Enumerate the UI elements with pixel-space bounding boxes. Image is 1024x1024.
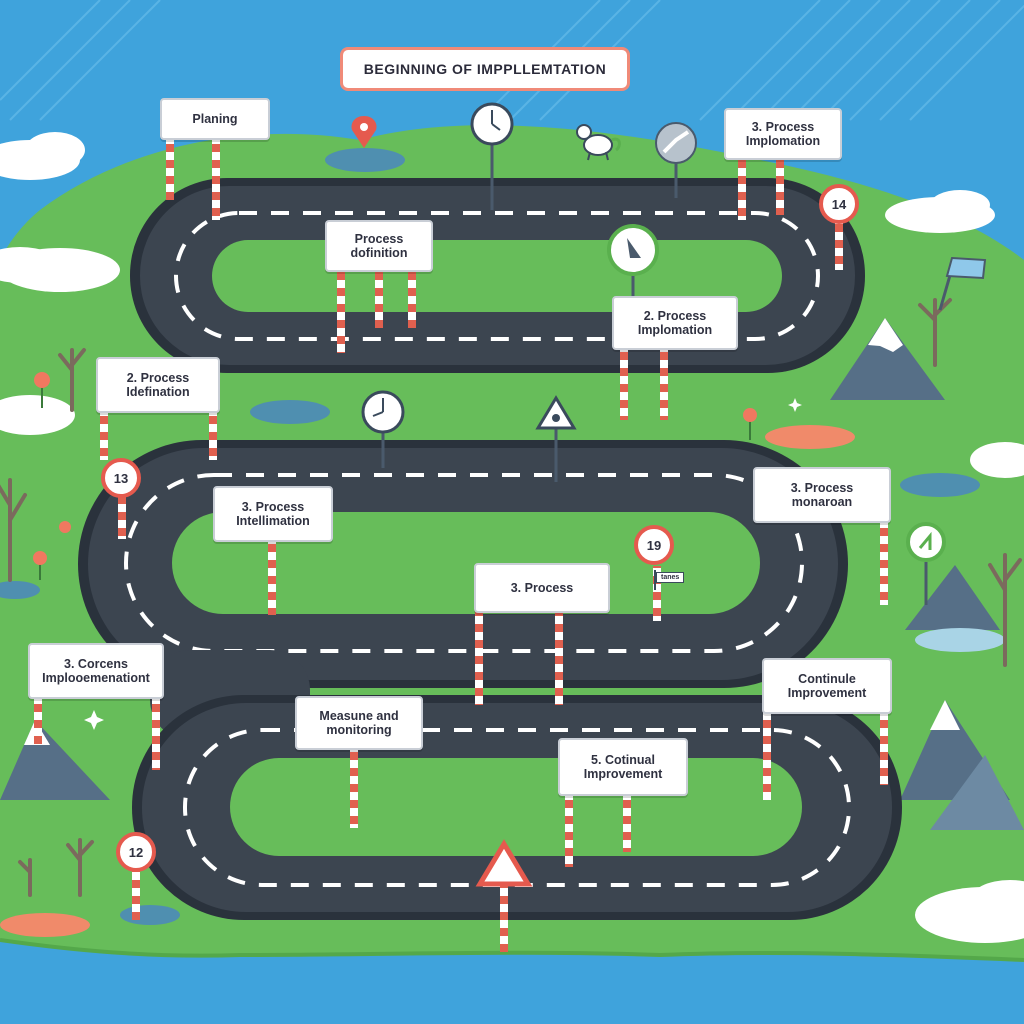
sign-corcens-implemenation: 3. Corcens Implooemenationt <box>28 643 164 699</box>
grey-posts <box>381 140 928 605</box>
clock-icon-2 <box>361 390 405 434</box>
round-sign-19: 19 <box>634 525 674 565</box>
sign-cotinual-improvement: 5. Cotinual Improvement <box>558 738 688 796</box>
page-title: BEGINNING OF IMPPLLEMTATION <box>340 47 630 91</box>
sign-posts <box>34 135 888 952</box>
round-sign-12: 12 <box>116 832 156 872</box>
sign-process-monaroan: 3. Process monaroan <box>753 467 891 523</box>
green-sign-icon <box>906 522 946 562</box>
sky-stripes <box>0 0 1024 121</box>
island-shore <box>0 938 1024 962</box>
clock-icon <box>470 102 514 146</box>
round-sign-13: 13 <box>101 458 141 498</box>
green-arrow-sign-icon <box>607 224 659 276</box>
clouds <box>0 132 1024 943</box>
flag <box>938 256 987 311</box>
sign-process-idefination: 2. Process Idefination <box>96 357 220 413</box>
sign-process-short: 3. Process <box>474 563 610 613</box>
road-top-loop <box>130 178 865 373</box>
flowers <box>33 372 757 580</box>
warning-sign-icon <box>535 395 577 430</box>
sign-process-implomation-top: 3. Process Implomation <box>724 108 842 160</box>
location-pin-icon <box>351 116 377 148</box>
sign-planning: Planing <box>160 98 270 140</box>
warning-triangle-icon <box>475 839 533 887</box>
sign-continule-improvement: Continule Improvement <box>762 658 892 714</box>
unicorn-icon <box>576 124 621 161</box>
sign-process-definition: Process dofinition <box>325 220 433 272</box>
direction-sign-icon <box>655 122 697 164</box>
sign-process-implomation-mid: 2. Process Implomation <box>612 296 738 350</box>
trees <box>0 298 1022 897</box>
flag-label: tanes <box>656 572 685 583</box>
sign-measure-monitoring: Measune and monitoring <box>295 696 423 750</box>
sign-process-intellimation: 3. Process Intellimation <box>213 486 333 542</box>
round-sign-14: 14 <box>819 184 859 224</box>
